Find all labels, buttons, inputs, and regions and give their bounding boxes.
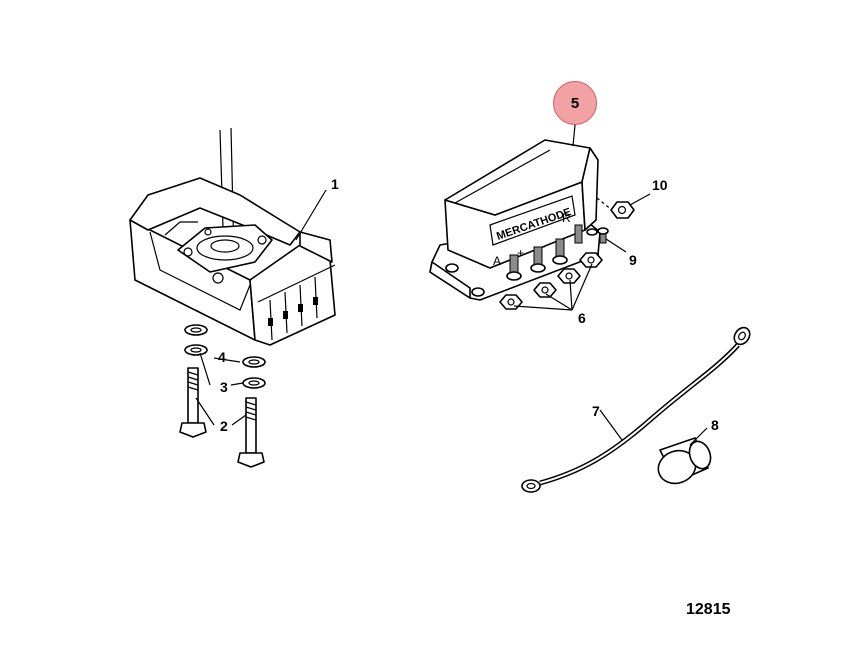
mounting-bracket [129,127,336,346]
drawing-number: 12815 [686,601,731,618]
callout-5: 5 [570,94,580,112]
callout-4: 4 [218,349,226,365]
callout-10: 10 [652,177,668,193]
terminal-r-label: R [562,211,571,225]
callout-1: 1 [331,176,339,192]
callout-6: 6 [578,310,586,326]
callout-3: 3 [220,379,228,395]
ground-cable [521,326,751,493]
callout-8: 8 [711,417,719,433]
callout-7: 7 [592,403,600,419]
terminal-minus-label: – [538,239,545,253]
highlighted-callout-5[interactable]: 5 [553,81,597,125]
bolt-right [237,397,265,468]
callout-2: 2 [220,418,228,434]
leader-lines [195,124,708,446]
flange-nut [610,201,635,219]
callout-9: 9 [629,252,637,268]
washer-set [184,324,266,389]
small-screw [597,227,609,244]
terminal-cap [657,437,712,485]
mercathode-controller: MERCATHODE A + – R [429,139,601,301]
terminal-nuts [499,252,603,310]
terminal-plus-label: + [517,246,524,260]
terminal-a-label: A [493,254,501,268]
bolt-left [179,367,207,438]
